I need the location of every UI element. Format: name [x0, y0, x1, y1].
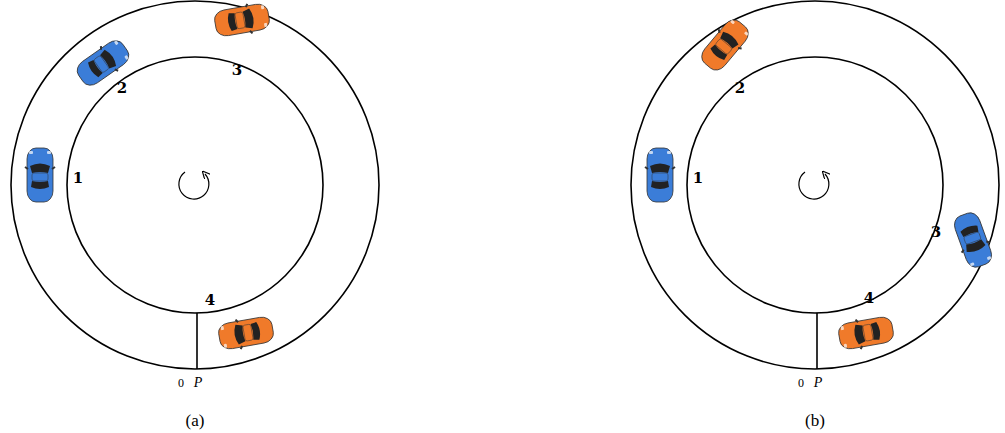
position-marker: 0 [178, 377, 184, 389]
callout-number: 1 [693, 171, 703, 186]
callout-number: 4 [205, 293, 215, 308]
callout-number: 4 [864, 291, 874, 306]
subfigure-caption: (a) [186, 412, 205, 429]
callout-number: 2 [117, 81, 127, 96]
subfigure-caption: (b) [805, 412, 825, 429]
callout-number: 3 [931, 225, 941, 240]
point-label: P [194, 376, 203, 390]
callout-number: 3 [232, 63, 242, 78]
callout-number: 1 [73, 171, 83, 186]
track-b [631, 1, 999, 369]
position-marker: 0 [798, 377, 804, 389]
point-label: P [814, 376, 823, 390]
callout-number: 2 [735, 81, 745, 96]
track-a [11, 1, 379, 369]
